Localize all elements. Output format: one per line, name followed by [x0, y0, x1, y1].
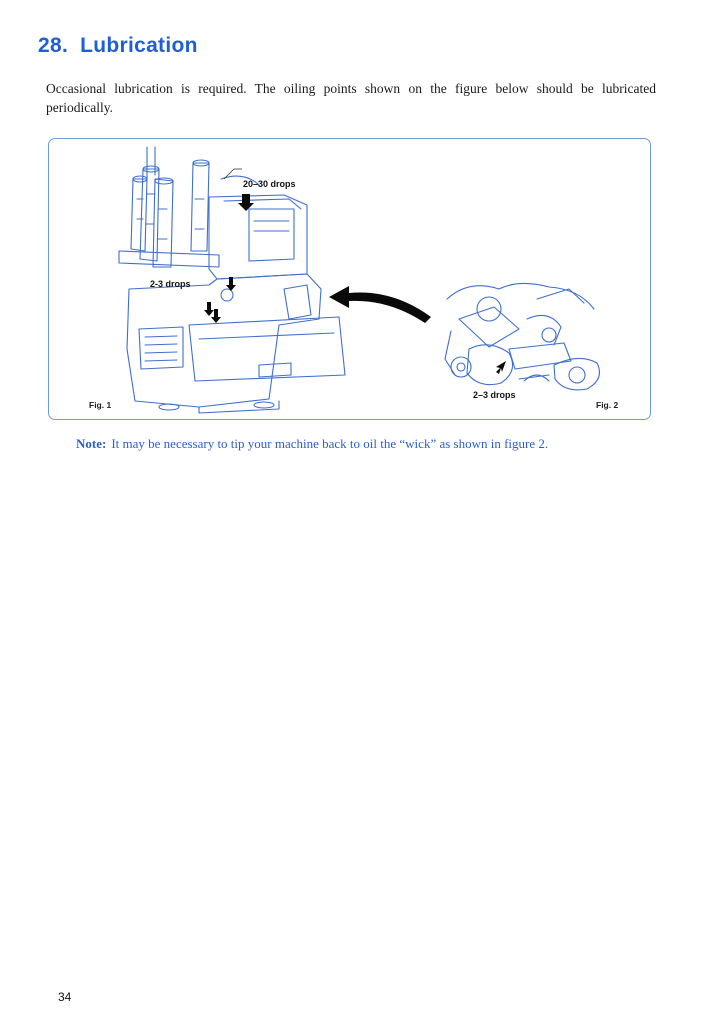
oil-point-arrows [204, 194, 506, 374]
note-text: It may be necessary to tip your machine … [111, 436, 549, 451]
oil-callout-top: 20–30 drops [243, 179, 296, 189]
section-number: 28. [38, 34, 69, 57]
oil-callout-right: 2–3 drops [473, 390, 516, 400]
section-heading: 28. Lubrication [38, 34, 198, 58]
oil-callout-left: 2-3 drops [150, 279, 191, 289]
serger-body [126, 175, 346, 414]
pointing-arrow [329, 286, 431, 323]
note-line: Note: It may be necessary to tip your mac… [76, 436, 548, 452]
section-title: Lubrication [80, 34, 198, 57]
intro-paragraph: Occasional lubrication is required. The … [46, 81, 656, 115]
looper-mechanism [444, 282, 600, 391]
fig2-label: Fig. 2 [596, 400, 619, 410]
note-label: Note: [76, 436, 107, 451]
machine-illustration [118, 146, 600, 414]
page-number: 34 [58, 990, 72, 1004]
lubrication-figure: 20–30 drops 2-3 drops 2–3 drops Fig. 1 F… [48, 138, 651, 420]
fig1-label: Fig. 1 [89, 400, 112, 410]
thread-spools [118, 146, 220, 268]
